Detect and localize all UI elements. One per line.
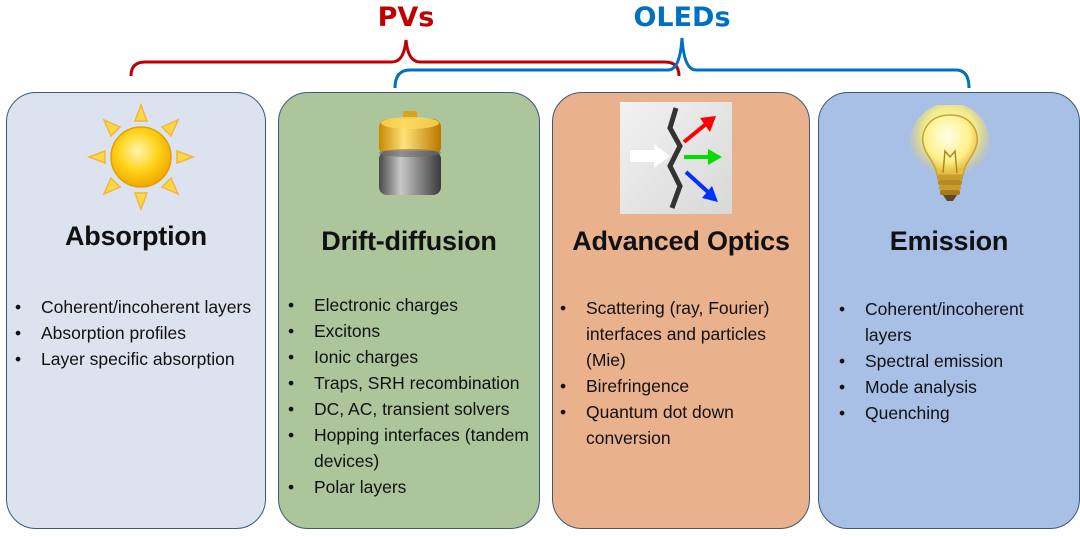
bullet-list: Electronic charges Excitons Ionic charge… <box>288 292 538 500</box>
list-item: Layer specific absorption <box>15 346 263 372</box>
list-item: Absorption profiles <box>15 320 263 346</box>
bullet-list: Coherent/incoherent layers Absorption pr… <box>15 294 263 372</box>
light-bulb-icon <box>910 105 990 201</box>
advanced-optics-panel: Advanced Optics Scattering (ray, Fourier… <box>552 92 810 529</box>
list-item: Birefringence <box>560 373 804 399</box>
pvs-label: PVs <box>377 2 435 33</box>
panel-title: Drift-diffusion <box>321 226 497 256</box>
panel-title: Emission <box>889 226 1009 256</box>
list-item: Excitons <box>288 318 538 344</box>
panel-title: Advanced Optics <box>572 226 790 256</box>
list-item: Scattering (ray, Fourier) interfaces and… <box>560 295 804 373</box>
list-item: Quenching <box>839 400 1075 426</box>
pvs-bracket <box>129 39 681 77</box>
sun-icon <box>87 103 195 211</box>
emission-panel: Emission Coherent/incoherent layers Spec… <box>818 92 1080 529</box>
bullet-list: Scattering (ray, Fourier) interfaces and… <box>560 295 804 451</box>
list-item: Coherent/incoherent layers <box>839 296 1075 348</box>
list-item: Electronic charges <box>288 292 538 318</box>
panel-title: Absorption <box>65 221 207 251</box>
battery-icon <box>379 111 441 195</box>
list-item: Polar layers <box>288 474 538 500</box>
list-item: Coherent/incoherent layers <box>15 294 263 320</box>
oleds-label: OLEDs <box>633 2 731 33</box>
list-item: Spectral emission <box>839 348 1075 374</box>
drift-diffusion-panel: Drift-diffusion Electronic charges Excit… <box>278 92 540 529</box>
list-item: Traps, SRH recombination <box>288 370 538 396</box>
bullet-list: Coherent/incoherent layers Spectral emis… <box>839 296 1075 426</box>
list-item: Mode analysis <box>839 374 1075 400</box>
oleds-bracket <box>393 37 971 89</box>
list-item: Quantum dot down conversion <box>560 399 804 451</box>
light-scattering-icon <box>620 102 732 214</box>
list-item: DC, AC, transient solvers <box>288 396 538 422</box>
list-item: Hopping interfaces (tandem devices) <box>288 422 538 474</box>
list-item: Ionic charges <box>288 344 538 370</box>
absorption-panel: Absorption Coherent/incoherent layers Ab… <box>6 92 266 529</box>
